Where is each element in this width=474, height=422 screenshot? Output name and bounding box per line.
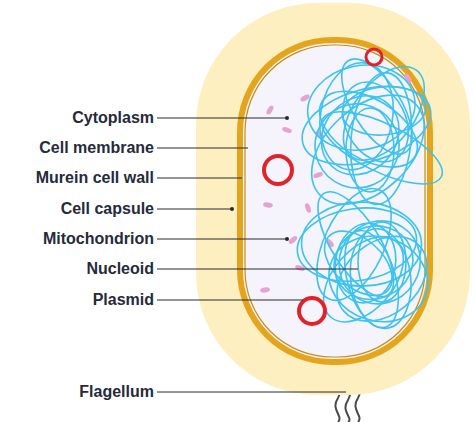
dna-loop (307, 76, 430, 183)
part-label: Cytoplasm (4, 109, 154, 127)
part-label: Flagellum (4, 383, 154, 401)
plasmid (264, 49, 382, 324)
dna-loop (345, 225, 417, 332)
leader-lines (157, 118, 358, 392)
nucleoid (291, 48, 452, 338)
cell-capsule (196, 3, 470, 395)
dna-loop (312, 57, 402, 176)
part-label: Murein cell wall (4, 169, 154, 187)
dna-loop (340, 83, 429, 140)
dna-loop (300, 56, 422, 159)
part-label: Cell membrane (4, 139, 154, 157)
dna-loop (301, 201, 422, 287)
dna-loop (346, 70, 417, 207)
part-label: Cell capsule (4, 200, 154, 218)
dna-loop (293, 201, 422, 289)
dna-loop (313, 219, 405, 308)
part-label: Mitochondrion (4, 230, 154, 248)
part-label: Plasmid (4, 291, 154, 309)
part-label: Nucleoid (4, 260, 154, 278)
cell-wall (240, 40, 430, 362)
leader-dots (230, 116, 289, 241)
